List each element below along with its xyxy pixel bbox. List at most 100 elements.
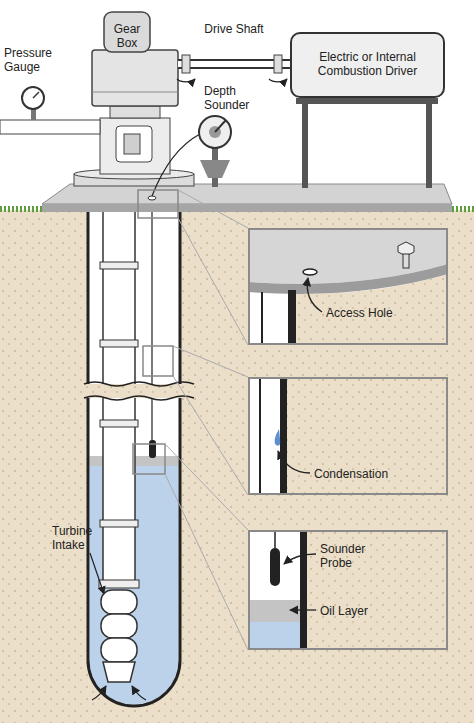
access-hole-inset bbox=[296, 274, 448, 345]
callout-leaders bbox=[178, 218, 248, 345]
casing-break bbox=[84, 382, 194, 386]
callout-leaders bbox=[133, 190, 248, 650]
depth-sounder bbox=[152, 134, 200, 196]
node-text: Electric or Internal Combustion Driver bbox=[300, 50, 435, 78]
condensation-inset bbox=[259, 377, 261, 495]
turbine-bowls bbox=[101, 614, 137, 638]
pump-head bbox=[104, 12, 150, 52]
probe-inset bbox=[248, 600, 300, 622]
driver-stand bbox=[296, 98, 438, 104]
access-hole-inset bbox=[248, 264, 448, 294]
node-text: Gear Box bbox=[104, 22, 150, 50]
depth-sounder bbox=[212, 145, 218, 187]
callout-leaders bbox=[143, 346, 173, 376]
detail-inset: Condensation bbox=[248, 377, 448, 495]
probe-inset bbox=[284, 554, 316, 564]
pump-head bbox=[74, 174, 194, 186]
access-hole-inset bbox=[261, 292, 263, 345]
driver-stand bbox=[296, 98, 438, 188]
concrete-slab bbox=[42, 184, 452, 204]
probe-inset bbox=[248, 530, 448, 650]
column-pipe bbox=[100, 420, 138, 427]
driver-stand bbox=[302, 104, 308, 188]
probe-inset bbox=[248, 622, 300, 650]
callout-leaders bbox=[133, 444, 165, 474]
access-hole-inset bbox=[248, 228, 448, 345]
gauge-label: Pressure Gauge bbox=[4, 46, 64, 74]
shaft-coupling bbox=[274, 55, 282, 73]
depth-sounder bbox=[200, 160, 230, 178]
node-text: Access Hole bbox=[326, 306, 444, 320]
shaft-coupling bbox=[177, 79, 195, 82]
pump-head bbox=[110, 106, 160, 118]
concrete-slab bbox=[42, 184, 452, 212]
probe-inset bbox=[274, 530, 276, 548]
edge-label: Drive Shaft bbox=[189, 22, 279, 36]
driver-stand bbox=[426, 104, 432, 188]
sounder-cable bbox=[149, 440, 156, 458]
discharge-pipe bbox=[22, 87, 44, 109]
detail-inset: Access Hole bbox=[248, 228, 448, 345]
condensation-inset bbox=[248, 377, 448, 495]
callout-leaders bbox=[173, 346, 248, 377]
pump-head bbox=[92, 50, 178, 106]
well-casing bbox=[88, 210, 180, 706]
detail-inset: Sounder ProbeOil Layer bbox=[248, 530, 448, 650]
column-pipe bbox=[100, 210, 138, 582]
turbine-bowls bbox=[90, 553, 104, 594]
access-hole-inset bbox=[303, 269, 317, 275]
probe-inset bbox=[290, 609, 316, 610]
turbine-bowls bbox=[92, 686, 106, 700]
depth-sounder bbox=[209, 126, 221, 138]
callout-leaders bbox=[165, 444, 248, 530]
shaft-outline bbox=[178, 59, 290, 69]
turbine-bowls bbox=[132, 686, 146, 700]
pump-head bbox=[74, 169, 194, 179]
condensation-inset bbox=[275, 429, 281, 446]
discharge-pipe bbox=[33, 92, 39, 98]
turbine-bowls bbox=[99, 580, 139, 588]
shaft-core bbox=[178, 61, 290, 67]
access-hole-inset bbox=[248, 228, 448, 284]
pump-head bbox=[92, 92, 178, 93]
depth-sounder bbox=[152, 116, 231, 196]
discharge-pipe bbox=[31, 108, 36, 120]
column-pipe bbox=[100, 340, 138, 347]
access-hole-inset bbox=[398, 242, 414, 256]
ground bbox=[0, 209, 474, 723]
well-casing bbox=[88, 210, 180, 706]
casing-break bbox=[82, 384, 186, 398]
node-text: Sounder Probe bbox=[320, 542, 382, 570]
access-hole-inset bbox=[403, 254, 409, 268]
probe-inset bbox=[248, 530, 448, 650]
sounder-cable bbox=[149, 200, 156, 458]
condensation-inset bbox=[280, 377, 287, 495]
probe-inset bbox=[300, 530, 307, 650]
node-text: Condensation bbox=[314, 467, 434, 481]
drive-shaft bbox=[178, 64, 290, 65]
access-hole-inset bbox=[248, 228, 448, 345]
pump-head bbox=[116, 126, 152, 162]
concrete-slab bbox=[148, 196, 156, 200]
probe-inset bbox=[307, 530, 448, 650]
casing-break bbox=[82, 382, 194, 400]
ground bbox=[0, 206, 474, 212]
access-hole-inset bbox=[307, 278, 322, 312]
depth-sounder bbox=[199, 116, 231, 148]
gear-box: Gear Box bbox=[92, 12, 178, 108]
ground bbox=[0, 210, 474, 723]
well-casing bbox=[90, 456, 179, 466]
probe-inset bbox=[270, 548, 280, 586]
driver-box: Electric or Internal Combustion Driver bbox=[290, 32, 445, 98]
well-casing bbox=[88, 210, 180, 706]
casing-break bbox=[84, 396, 194, 400]
turbine-bowls bbox=[90, 553, 146, 700]
callout-leaders bbox=[173, 376, 248, 495]
pump-head bbox=[124, 134, 140, 154]
column-pipe bbox=[103, 210, 135, 582]
pump-head bbox=[100, 118, 170, 174]
turbine-bowls bbox=[101, 638, 137, 662]
discharge-pipe bbox=[0, 87, 100, 134]
